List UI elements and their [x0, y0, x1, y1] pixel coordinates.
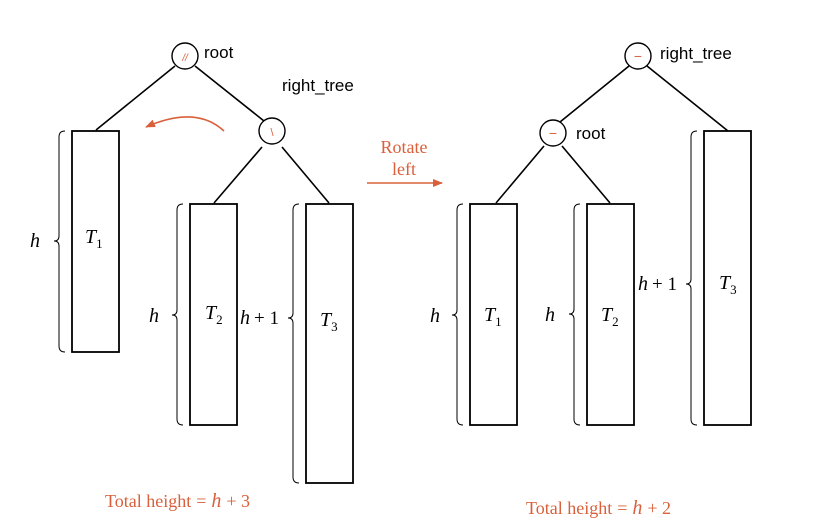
- new-left-balance-mark: −: [549, 125, 557, 141]
- left-subtree-t1-name: T1: [85, 226, 103, 251]
- left-tree: // root \ right_tree T1 h T2 h T3 h+ 1 T…: [30, 42, 354, 512]
- new-top-label: right_tree: [660, 44, 732, 63]
- edge-root-to-t1: [95, 65, 176, 131]
- left-subtree-t3-name: T3: [320, 309, 338, 334]
- left-subtree-t3-box: [305, 203, 354, 484]
- new-top-balance-mark: −: [634, 48, 642, 64]
- left-subtree-t1-box: [71, 130, 120, 353]
- left-subtree-t1-brace: [53, 130, 66, 353]
- edge-right-tree-to-root: [559, 65, 630, 123]
- left-subtree-t2-name: T2: [205, 302, 223, 327]
- rotate-left-indicator: Rotate left: [367, 137, 443, 187]
- right-tree-label: right_tree: [282, 76, 354, 95]
- rotation-curve-arrow: [145, 116, 225, 132]
- edge-root-to-right-tree: [194, 65, 265, 122]
- right-subtree-t1-height: h: [430, 305, 440, 327]
- left-subtree-t2-brace: [171, 203, 184, 426]
- right-tree-node: \: [258, 117, 286, 145]
- edge-right-tree-to-t3: [281, 146, 330, 204]
- right-subtree-t1-brace: [451, 203, 464, 426]
- right-subtree-t3-box: [703, 130, 752, 426]
- edge-root-to-t1: [495, 145, 545, 204]
- right-subtree-t2-name: T2: [601, 304, 619, 329]
- right-subtree-t1-name: T1: [484, 304, 502, 329]
- left-subtree-t3-brace: [287, 203, 300, 484]
- root-label: root: [204, 43, 234, 62]
- right-subtree-t3-height: h+ 1: [638, 273, 677, 295]
- right-subtree-t2-brace: [568, 203, 581, 426]
- right-subtree-t1-box: [469, 203, 518, 426]
- new-left-label: root: [576, 124, 606, 143]
- right-tree-balance-mark: \: [270, 127, 274, 139]
- right-subtree-t3-name: T3: [719, 272, 737, 297]
- root-balance-mark: //: [181, 53, 189, 64]
- rotate-label-line1: Rotate: [381, 137, 428, 157]
- new-top-node: −: [624, 42, 652, 70]
- root-node: //: [171, 42, 199, 70]
- right-subtree-t3-brace: [685, 130, 698, 426]
- right-tree: − right_tree − root T1 h T2 h T3 h+ 1 To…: [430, 42, 752, 519]
- right-total-height: Total height=h+ 2: [526, 497, 671, 519]
- left-total-height: Total height=h+ 3: [105, 490, 250, 512]
- edge-right-tree-to-t3: [646, 65, 729, 132]
- right-subtree-t2-height: h: [545, 304, 555, 326]
- right-subtree-t2-box: [586, 203, 635, 426]
- new-left-node: −: [539, 119, 567, 147]
- rotate-label-line2: left: [392, 159, 416, 179]
- left-subtree-t2-box: [189, 203, 238, 426]
- edge-root-to-t2: [561, 145, 611, 204]
- edge-right-tree-to-t2: [213, 146, 263, 204]
- left-subtree-t3-height: h+ 1: [240, 307, 279, 329]
- left-subtree-t1-height: h: [30, 230, 40, 252]
- left-subtree-t2-height: h: [149, 305, 159, 327]
